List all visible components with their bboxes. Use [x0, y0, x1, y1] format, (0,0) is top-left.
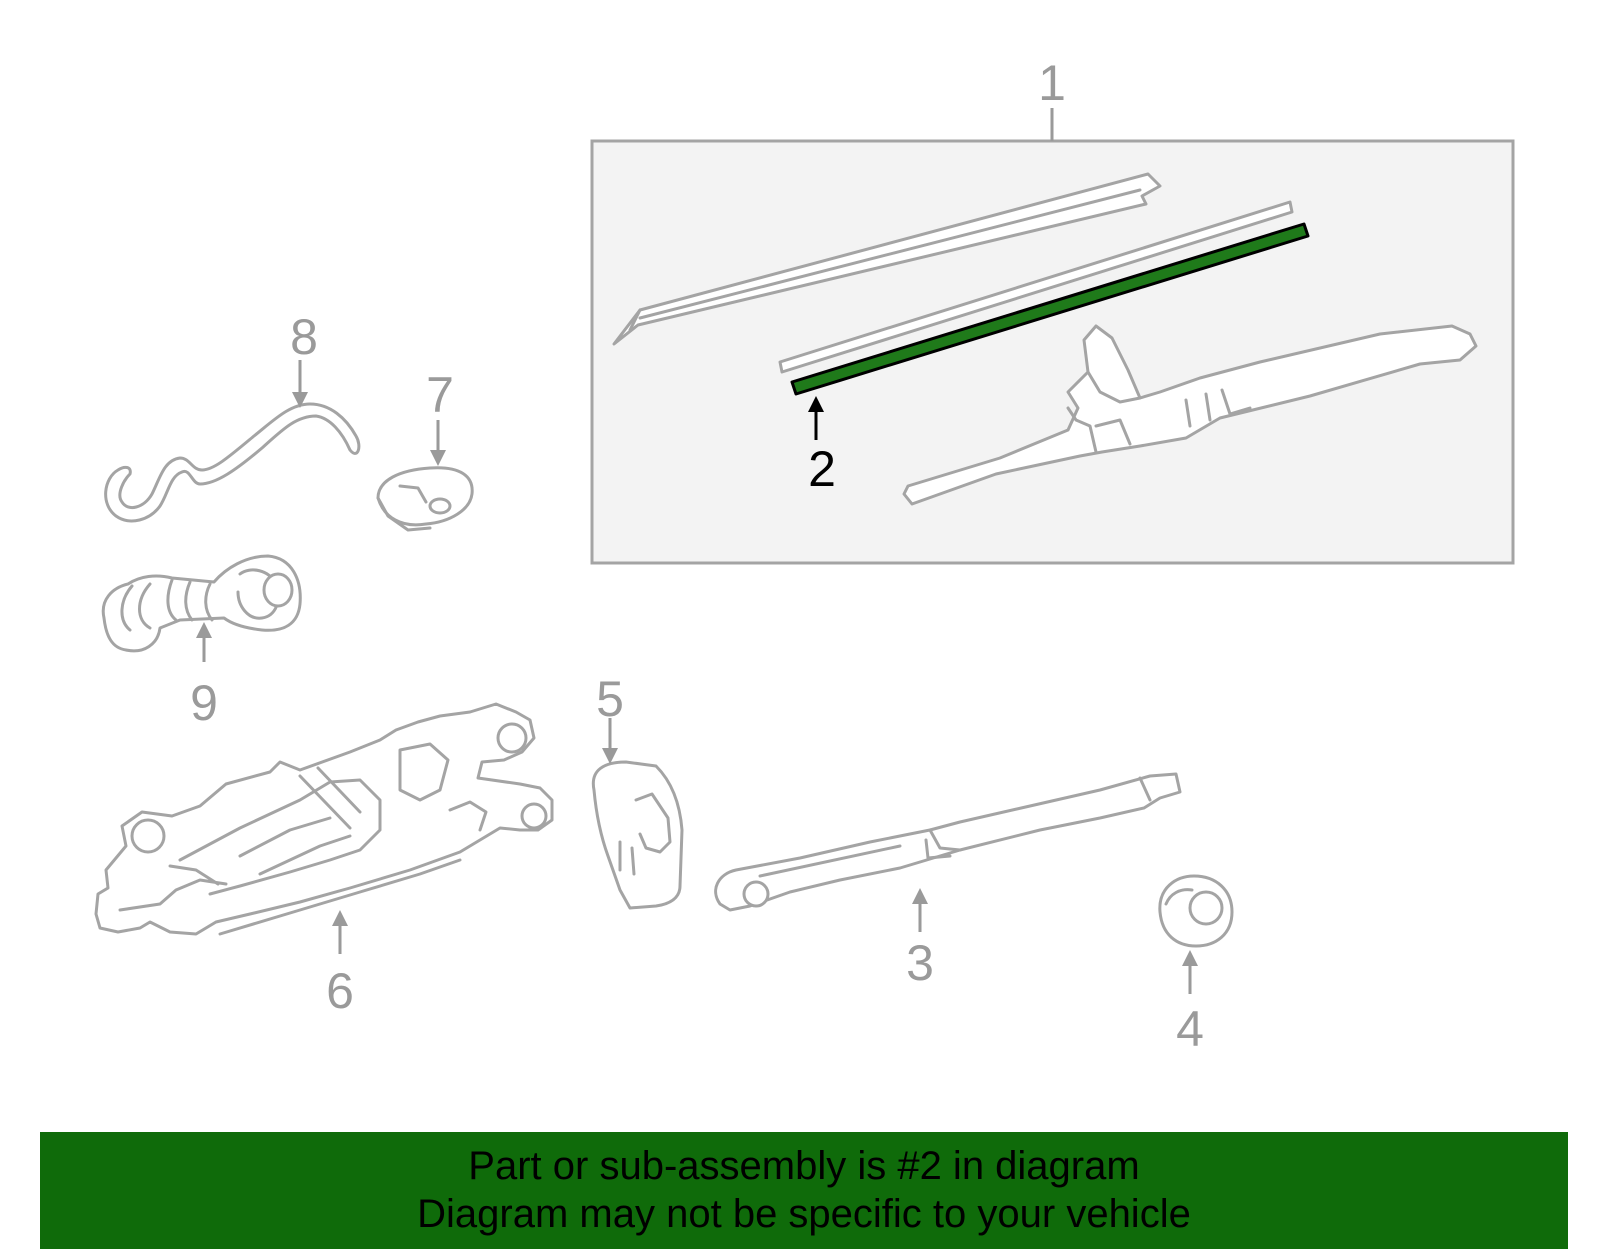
callout-3: 3 — [906, 935, 934, 991]
wiper-arm-nut — [1158, 874, 1234, 994]
notice-banner: Part or sub-assembly is #2 in diagram Di… — [40, 1132, 1568, 1249]
wiper-motor — [94, 702, 554, 954]
blade-holder — [902, 324, 1478, 506]
callout-9: 9 — [190, 675, 218, 731]
blade-frame — [612, 172, 1162, 346]
callout-1: 1 — [1038, 55, 1066, 111]
grommet — [376, 420, 474, 532]
washer-hose — [104, 360, 361, 523]
callout-6: 6 — [326, 963, 354, 1019]
banner-line-2: Diagram may not be specific to your vehi… — [417, 1192, 1191, 1236]
hose-connector — [101, 554, 302, 662]
callout-7: 7 — [426, 367, 454, 423]
callout-2: 2 — [808, 441, 836, 497]
callout-4: 4 — [1176, 1001, 1204, 1057]
banner-line-1: Part or sub-assembly is #2 in diagram — [468, 1144, 1140, 1188]
callout-5: 5 — [596, 671, 624, 727]
wiper-arm — [714, 772, 1182, 932]
callout-8: 8 — [290, 309, 318, 365]
wiper-blade-insert-highlight — [790, 222, 1310, 440]
pivot-cover — [591, 718, 684, 910]
blade-backing-strip — [778, 200, 1294, 374]
